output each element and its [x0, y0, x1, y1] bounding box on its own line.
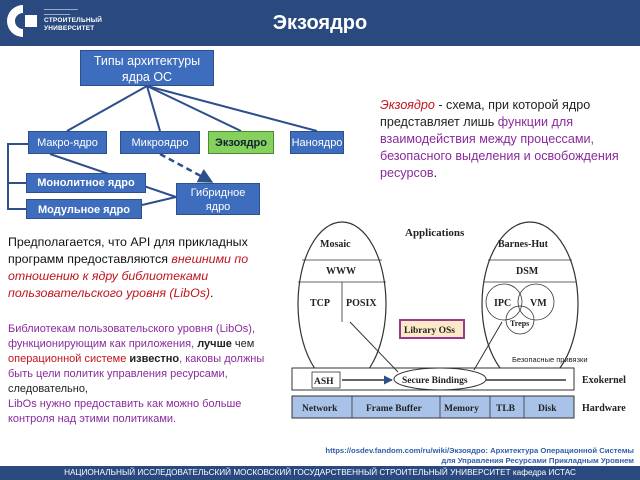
p2-t9: LibOs нужно предоставить как можно больш… [8, 398, 242, 425]
fig-disk: Disk [538, 404, 557, 414]
fig-www: WWW [326, 266, 356, 277]
node-micro: Микроядро [120, 131, 200, 154]
node-nano-label: Наноядро [291, 137, 343, 149]
logo-text: ━━━━━━━━━━━━━━━━━━━━━━━ СТРОИТЕЛЬНЫЙ УНИ… [44, 7, 102, 33]
fig-tcp: TCP [310, 298, 330, 309]
header-bar: ━━━━━━━━━━━━━━━━━━━━━━━ СТРОИТЕЛЬНЫЙ УНИ… [0, 0, 640, 46]
node-macro: Макро-ядро [28, 131, 107, 154]
node-root: Типы архитектуры ядра ОС [80, 50, 214, 86]
fig-mosaic: Mosaic [320, 239, 351, 250]
node-nano: Наноядро [290, 131, 344, 154]
fig-frame-buffer: Frame Buffer [366, 404, 422, 414]
logo-icon [7, 5, 37, 37]
libos-paragraph: Библиотекам пользовательского уровня (Li… [8, 322, 290, 427]
p2-t3: чем [231, 338, 255, 350]
fig-tlb: TLB [496, 404, 516, 414]
node-exo: Экзоядро [208, 131, 274, 154]
p2-t4: операционной системе [8, 353, 127, 365]
p1-text2: . [210, 286, 214, 300]
p2-t6: известно [129, 353, 180, 365]
edge-root-nano [146, 85, 318, 132]
fig-dsm: DSM [516, 266, 539, 277]
fig-library-oss: Library OSs [404, 326, 455, 336]
edge-root-exo [146, 85, 242, 132]
exokernel-architecture-figure: Applications Mosaic WWW TCP POSIX Barnes… [290, 214, 634, 420]
fig-library-oss-box [399, 319, 465, 339]
fig-secure-bindings: Secure Bindings [402, 376, 468, 386]
fig-vm-circle [517, 283, 555, 321]
fig-hardware-layer [291, 395, 575, 419]
university-logo: ━━━━━━━━━━━━━━━━━━━━━━━ СТРОИТЕЛЬНЫЙ УНИ… [6, 3, 110, 43]
definition-part1: - схема, при которой ядро представляет л… [380, 98, 591, 129]
edge-macro-modular [7, 183, 26, 210]
fig-ash-box [311, 371, 341, 389]
fig-barnes-hut: Barnes-Hut [498, 239, 549, 250]
p1-italic1: внешними по [171, 252, 249, 266]
edge-micro-hybrid-dashed [159, 152, 214, 184]
exokernel-definition: Экзоядро - схема, при которой ядро предс… [380, 97, 634, 182]
edge-root-micro [146, 85, 161, 132]
fig-treps-circle [505, 305, 535, 335]
fig-secure-bindings-ellipse [393, 367, 487, 391]
edge-modular-hybrid [141, 196, 177, 206]
fig-ipc: IPC [494, 298, 511, 309]
node-hybrid-label: Гибридное ядро [190, 187, 246, 213]
fig-treps: Treps [510, 319, 529, 328]
node-monolithic-label: Монолитное ядро [37, 177, 135, 189]
node-modular-label: Модульное ядро [38, 204, 130, 216]
fig-ipc-circle [485, 283, 523, 321]
p1-italic2: отношению к ядру библиотеками пользовате… [8, 269, 211, 300]
definition-term: Экзоядро [380, 98, 435, 112]
fig-applications: Applications [405, 227, 465, 239]
node-hybrid: Гибридное ядро [176, 183, 260, 215]
footer-bar: НАЦИОНАЛЬНЫЙ ИССЛЕДОВАТЕЛЬСКИЙ МОСКОВСКИ… [0, 466, 640, 480]
definition-part2: . [433, 166, 438, 180]
p2-t8: следовательно, [8, 383, 88, 395]
node-modular: Модульное ядро [26, 199, 142, 219]
edge-macro-monolithic [7, 143, 28, 184]
fig-memory: Memory [444, 404, 479, 414]
fig-secure-caption: Безопасные привязки [512, 355, 588, 364]
source-link[interactable]: https://osdev.fandom.com/ru/wiki/Экзоядр… [325, 446, 634, 465]
fig-ash: ASH [314, 377, 334, 387]
definition-highlight: функции для взаимодействия между процесс… [380, 115, 619, 180]
api-paragraph: Предполагается, что API для прикладных п… [8, 234, 290, 302]
fig-hardware: Hardware [582, 403, 626, 414]
logo-line2: УНИВЕРСИТЕТ [44, 25, 95, 32]
p1-text1: Предполагается, что API для прикладных п… [8, 235, 248, 266]
p2-t2: лучше [197, 338, 232, 350]
p2-t1: Библиотекам пользовательского уровня (Li… [8, 323, 256, 350]
logo-small-lines: ━━━━━━━━━━━━━━━━━━━━━━━ [44, 7, 78, 17]
fig-exokernel: Exokernel [582, 375, 626, 386]
fig-posix: POSIX [346, 298, 377, 309]
logo-line1: СТРОИТЕЛЬНЫЙ [44, 17, 103, 24]
node-root-label: Типы архитектуры ядра ОС [93, 54, 201, 84]
node-micro-label: Микроядро [131, 137, 189, 149]
page-title: Экзоядро [272, 12, 368, 34]
fig-network: Network [302, 404, 338, 414]
node-macro-label: Макро-ядро [37, 137, 98, 149]
edge-root-macro [66, 85, 148, 132]
node-exo-label: Экзоядро [215, 137, 267, 149]
fig-vm: VM [530, 298, 547, 309]
node-monolithic: Монолитное ядро [26, 173, 146, 193]
p2-t7: , каковы должны быть цели политик управл… [8, 353, 265, 380]
